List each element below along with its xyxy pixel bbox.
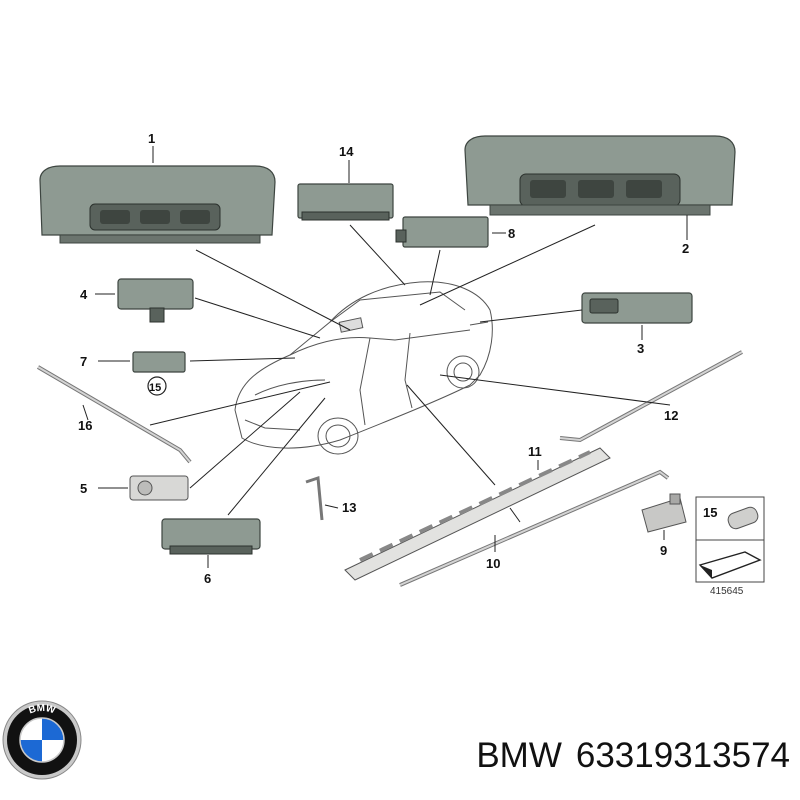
callout-4: 4 [80, 287, 88, 302]
part-3-switch-unit [581, 292, 693, 324]
callout-labels: 1 2 3 4 5 6 7 8 9 10 11 12 13 14 15 16 1… [78, 131, 744, 597]
car-outline [234, 281, 493, 455]
callout-12: 12 [664, 408, 678, 423]
part-8-light-unit [395, 216, 489, 248]
part-7-light-unit [132, 351, 186, 373]
footer-caption: BMW 63319313574 [410, 736, 790, 776]
callout-6: 6 [204, 571, 211, 586]
callout-11: 11 [528, 444, 542, 459]
part-10-light-strip [399, 469, 670, 587]
callout-2: 2 [682, 241, 689, 256]
part-9-connector [641, 493, 687, 533]
reference-number: 415645 [710, 586, 744, 597]
part-11-sill-panel [344, 447, 611, 581]
callout-5: 5 [80, 481, 87, 496]
callout-15-circled: 15 [149, 382, 161, 394]
part-13-light-guide [305, 475, 324, 521]
callout-14: 14 [339, 144, 354, 159]
part-5-socket [129, 475, 189, 501]
callout-3: 3 [637, 341, 644, 356]
bmw-logo: BMW [2, 700, 82, 780]
footer-part-number: 63319313574 [575, 736, 790, 775]
callout-9: 9 [660, 543, 667, 558]
part-14-light-unit [297, 183, 394, 221]
callout-13: 13 [342, 500, 356, 515]
part-12-light-strip [559, 350, 743, 443]
svg-text:BMW: BMW [27, 703, 57, 717]
leader-lines [82, 146, 688, 568]
callout-7: 7 [80, 354, 87, 369]
callout-1: 1 [148, 131, 155, 146]
callout-16: 16 [78, 418, 92, 433]
callout-15: 15 [703, 505, 717, 520]
footer-brand: BMW [476, 736, 562, 775]
part-2-interior-light-right [464, 135, 736, 216]
part-6-light-unit [161, 518, 261, 555]
part-16-light-strip [36, 365, 192, 464]
callout-10: 10 [486, 556, 500, 571]
callout-15-circle [147, 376, 167, 396]
part-1-front-interior-light [39, 165, 276, 244]
part-15-detail-box [695, 496, 765, 583]
callout-8: 8 [508, 226, 515, 241]
part-4-light-unit [117, 278, 194, 323]
